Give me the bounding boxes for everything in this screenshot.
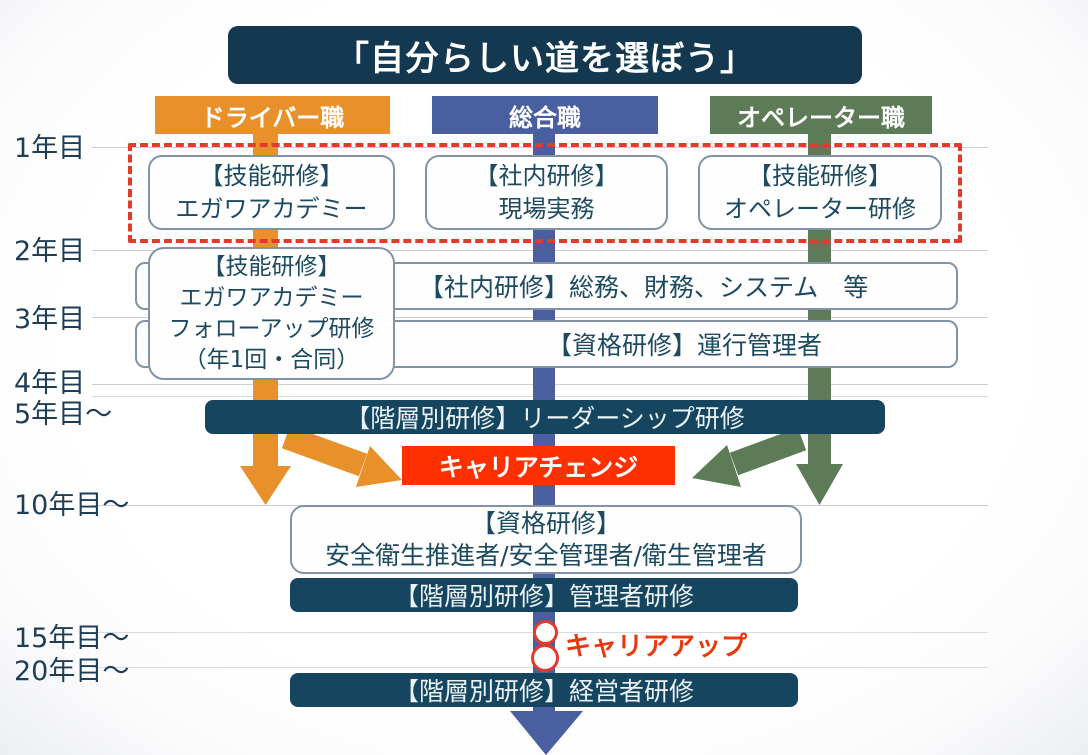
bar-leadership-training: 【階層別研修】リーダーシップ研修 bbox=[205, 400, 885, 434]
slide-title-banner: 「自分らしい道を選ぼう」 bbox=[228, 26, 862, 84]
box-line: 【社内研修】 bbox=[474, 161, 619, 190]
box-line: オペレーター研修 bbox=[724, 194, 916, 223]
career-up-step-ring bbox=[533, 620, 558, 645]
box-driver-skill-training: 【技能研修】 エガワアカデミー bbox=[148, 155, 395, 230]
first-year-highlight-frame bbox=[128, 143, 962, 243]
box-line: エガワアカデミー bbox=[175, 194, 368, 223]
box-internal-admin-training-label: 【社内研修】総務、財務、システム 等 bbox=[419, 273, 869, 302]
year-label-2: 2年目 bbox=[14, 236, 86, 267]
bar-leadership-training-label: 【階層別研修】リーダーシップ研修 bbox=[345, 404, 745, 433]
box-license-unkokanri-training-label: 【資格研修】運行管理者 bbox=[547, 331, 823, 360]
track-header-operator-label: オペレーター職 bbox=[737, 103, 905, 132]
career-change-label: キャリアチェンジ bbox=[438, 452, 639, 482]
box-sogo-internal-training: 【社内研修】 現場実務 bbox=[425, 155, 668, 230]
track-header-driver: ドライバー職 bbox=[155, 96, 390, 134]
bar-manager-training-label: 【階層別研修】管理者研修 bbox=[393, 582, 694, 611]
box-driver-followup-training: 【技能研修】 エガワアカデミー フォローアップ研修 （年1回・合同） bbox=[148, 247, 395, 380]
box-line: （年1回・合同） bbox=[183, 346, 360, 373]
box-line: 安全衛生推進者/安全管理者/衛生管理者 bbox=[325, 540, 767, 570]
driver-down-arrowhead bbox=[240, 466, 291, 505]
box-operator-skill-training: 【技能研修】 オペレーター研修 bbox=[698, 155, 942, 230]
career-change-badge: キャリアチェンジ bbox=[402, 446, 675, 485]
box-line: 【資格研修】 bbox=[470, 508, 621, 538]
bar-manager-training: 【階層別研修】管理者研修 bbox=[290, 578, 798, 612]
operator-diagonal-arrow bbox=[729, 427, 807, 476]
box-line: フォローアップ研修 bbox=[168, 315, 375, 342]
box-safety-license-training: 【資格研修】 安全衛生推進者/安全管理者/衛生管理者 bbox=[290, 505, 802, 574]
career-up-step-ring bbox=[531, 644, 559, 672]
year-label-3: 3年目 bbox=[14, 304, 86, 335]
year-label-1: 1年目 bbox=[14, 133, 86, 164]
track-header-operator: オペレーター職 bbox=[710, 96, 932, 134]
track-header-sogo: 総合職 bbox=[432, 96, 658, 134]
slide-title: 「自分らしい道を選ぼう」 bbox=[335, 38, 755, 79]
operator-diagonal-arrowhead bbox=[692, 445, 741, 487]
year-label-10: 10年目〜 bbox=[14, 490, 130, 521]
year-label-15: 15年目〜 bbox=[14, 623, 130, 654]
box-line: 【技能研修】 bbox=[202, 253, 341, 280]
year-label-4: 4年目 bbox=[14, 368, 86, 399]
track-header-sogo-label: 総合職 bbox=[509, 103, 581, 132]
driver-diagonal-arrowhead bbox=[356, 446, 402, 487]
operator-down-arrowhead bbox=[796, 464, 843, 505]
box-line: 【技能研修】 bbox=[748, 161, 892, 190]
driver-diagonal-arrow bbox=[281, 425, 368, 477]
bar-executive-training-label: 【階層別研修】経営者研修 bbox=[393, 677, 694, 706]
year-label-5: 5年目〜 bbox=[14, 399, 113, 430]
sogo-bottom-arrowhead bbox=[510, 711, 583, 755]
box-line: 【技能研修】 bbox=[199, 161, 344, 190]
bar-executive-training: 【階層別研修】経営者研修 bbox=[290, 673, 798, 707]
box-line: 現場実務 bbox=[498, 194, 595, 223]
track-header-driver-label: ドライバー職 bbox=[200, 103, 345, 132]
box-line: エガワアカデミー bbox=[179, 284, 364, 311]
career-up-label: キャリアアップ bbox=[565, 632, 748, 662]
year-label-20: 20年目〜 bbox=[14, 656, 130, 687]
